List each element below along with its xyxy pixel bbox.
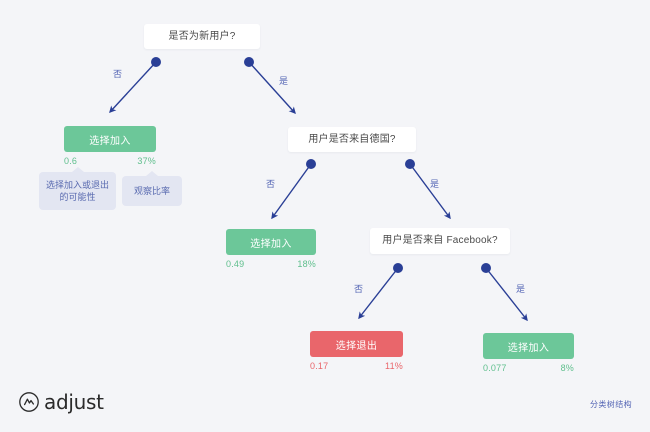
- edge-label-root-yes: 是: [279, 76, 289, 86]
- leaf-node-optin-1[interactable]: 选择加入: [64, 126, 156, 152]
- leaf-node-optin-1-label: 选择加入: [89, 135, 131, 147]
- leaf-node-optin-2[interactable]: 选择加入: [226, 229, 316, 255]
- leaf-values-optin-1: 0.6 37%: [64, 156, 156, 166]
- question-node-facebook-label: 用户是否来自 Facebook?: [382, 235, 498, 246]
- edge-label-germany-no: 否: [266, 179, 276, 189]
- question-node-root-label: 是否为新用户?: [168, 30, 236, 42]
- leaf-probability-optout: 0.17: [310, 361, 329, 371]
- edge-root-no: [109, 57, 161, 114]
- leaf-values-optin-2: 0.49 18%: [226, 259, 316, 269]
- tooltip-rate: 观察比率: [122, 171, 182, 206]
- question-node-germany-label: 用户是否来自德国?: [308, 133, 396, 145]
- leaf-node-optin-2-label: 选择加入: [250, 238, 292, 250]
- leaf-values-optin-3: 0.077 8%: [483, 363, 574, 373]
- adjust-mark-icon: [19, 392, 39, 412]
- edge-label-germany-yes: 是: [430, 179, 440, 189]
- leaf-probability-optin-2: 0.49: [226, 259, 245, 269]
- diagram-caption: 分类树结构: [590, 400, 632, 409]
- leaf-rate-optin-3: 8%: [560, 363, 574, 373]
- leaf-node-optout[interactable]: 选择退出: [310, 331, 403, 357]
- leaf-node-optin-3[interactable]: 选择加入: [483, 333, 574, 359]
- leaf-node-optout-label: 选择退出: [335, 340, 378, 352]
- leaf-rate-optin-2: 18%: [297, 259, 316, 269]
- tooltip-probability-text: 选择加入或退出的可能性: [45, 179, 109, 202]
- leaf-probability-optin-3: 0.077: [483, 363, 507, 373]
- leaf-probability-optin-1: 0.6: [64, 156, 78, 166]
- question-node-facebook[interactable]: 用户是否来自 Facebook?: [370, 228, 510, 254]
- edge-label-root-no: 否: [113, 69, 123, 79]
- edge-label-facebook-no: 否: [354, 284, 364, 294]
- edge-germany-no: [271, 159, 316, 220]
- question-node-germany[interactable]: 用户是否来自德国?: [288, 127, 416, 152]
- edge-facebook-no: [358, 263, 403, 320]
- brand-name: adjust: [44, 390, 104, 414]
- tooltip-rate-text: 观察比率: [133, 185, 170, 196]
- leaf-values-optout: 0.17 11%: [310, 361, 403, 371]
- question-node-root[interactable]: 是否为新用户?: [144, 24, 260, 49]
- tooltip-probability: 选择加入或退出的可能性: [39, 167, 116, 210]
- edge-label-facebook-yes: 是: [516, 284, 526, 294]
- leaf-rate-optin-1: 37%: [137, 156, 156, 166]
- edge-germany-yes: [405, 159, 451, 220]
- leaf-rate-optout: 11%: [385, 361, 403, 371]
- leaf-node-optin-3-label: 选择加入: [507, 342, 550, 354]
- brand-logo: adjust: [18, 390, 104, 414]
